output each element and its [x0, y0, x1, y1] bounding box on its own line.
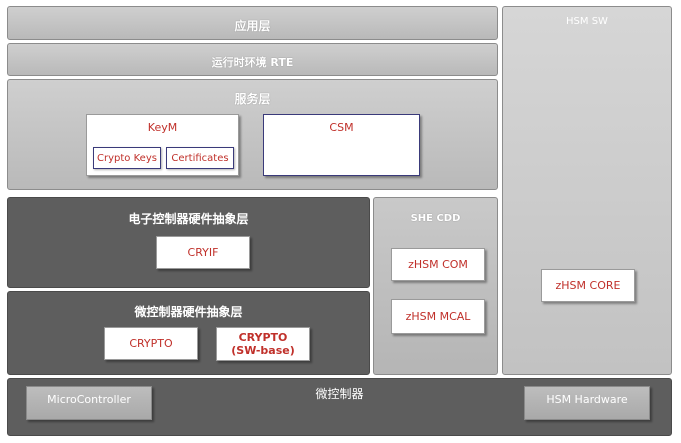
ecu-abstraction-layer-title: 电子控制器硬件抽象层 [128, 212, 249, 226]
ecu-abstraction-layer: 电子控制器硬件抽象层 [7, 197, 370, 288]
hsm-sw-layer: HSM SW [502, 6, 672, 375]
zhsm-com-label: zHSM COM [408, 258, 468, 271]
crypto-label: CRYPTO [129, 337, 173, 350]
csm-label: CSM [329, 121, 354, 134]
she-cdd-layer: SHE CDD [373, 197, 498, 375]
rte-layer-title: 运行时环境 RTE [211, 56, 294, 69]
microcontroller-box-label: MicroController [47, 393, 131, 406]
application-layer: 应用层 [7, 6, 498, 40]
crypto-sw-label-line1: CRYPTO [238, 331, 288, 344]
microcontroller-layer-title: 微控制器 [315, 387, 364, 401]
zhsm-mcal-box: zHSM MCAL [391, 299, 485, 334]
zhsm-mcal-label: zHSM MCAL [405, 310, 471, 323]
service-layer: 服务层 [7, 79, 498, 190]
certificates-box: Certificates [166, 147, 234, 169]
zhsm-core-label: zHSM CORE [555, 279, 621, 292]
hsm-hardware-box: HSM Hardware [524, 386, 650, 420]
keym-label: KeyM [147, 121, 178, 134]
certificates-label: Certificates [171, 152, 229, 164]
crypto-keys-box: Crypto Keys [93, 147, 161, 169]
zhsm-core-box: zHSM CORE [541, 269, 635, 302]
mcu-abstraction-layer-title: 微控制器硬件抽象层 [134, 305, 243, 319]
hsm-sw-title: HSM SW [566, 16, 608, 27]
zhsm-com-box: zHSM COM [391, 248, 485, 281]
crypto-box: CRYPTO [104, 327, 198, 360]
cryif-label: CRYIF [187, 246, 219, 259]
crypto-keys-label: Crypto Keys [97, 152, 157, 164]
csm-box: CSM [263, 114, 420, 176]
service-layer-title: 服务层 [234, 92, 271, 106]
cryif-box: CRYIF [156, 236, 250, 269]
microcontroller-box: MicroController [26, 386, 152, 420]
application-layer-title: 应用层 [234, 19, 271, 33]
crypto-sw-label-line2: (SW-base) [231, 344, 295, 357]
crypto-sw-box: CRYPTO (SW-base) [216, 327, 310, 361]
hsm-hardware-label: HSM Hardware [546, 393, 628, 406]
she-cdd-title: SHE CDD [410, 213, 461, 224]
rte-layer: 运行时环境 RTE [7, 43, 498, 76]
